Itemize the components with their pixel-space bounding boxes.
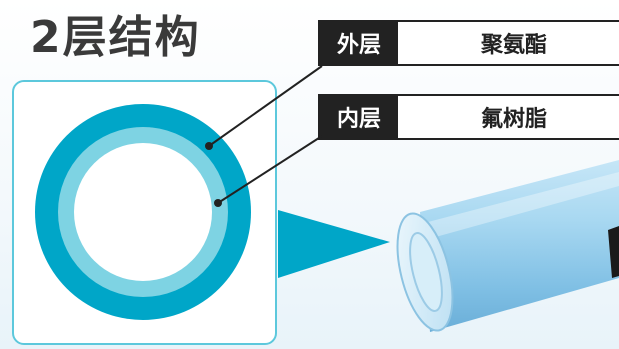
inner-layer-tag: 内层 — [320, 96, 398, 138]
tube-marking — [608, 226, 619, 278]
tube-bore — [409, 232, 443, 312]
inner-leader-dot — [214, 199, 222, 207]
inner-layer-label: 内层 氟树脂 — [318, 94, 619, 140]
bore-circle — [74, 143, 212, 281]
tube-body — [420, 160, 619, 332]
outer-leader-dot — [205, 142, 213, 150]
outer-leader-line — [208, 65, 323, 147]
outer-layer-tag: 外层 — [320, 22, 398, 64]
inner-leader-line — [217, 135, 323, 204]
inner-layer-material: 氟树脂 — [480, 107, 547, 132]
page-title: 2层结构 — [30, 12, 201, 63]
outer-layer-material: 聚氨酯 — [480, 33, 547, 58]
tube-highlight — [428, 172, 619, 238]
callout-wedge — [278, 210, 390, 278]
outer-layer-label: 外层 聚氨酯 — [318, 20, 619, 66]
